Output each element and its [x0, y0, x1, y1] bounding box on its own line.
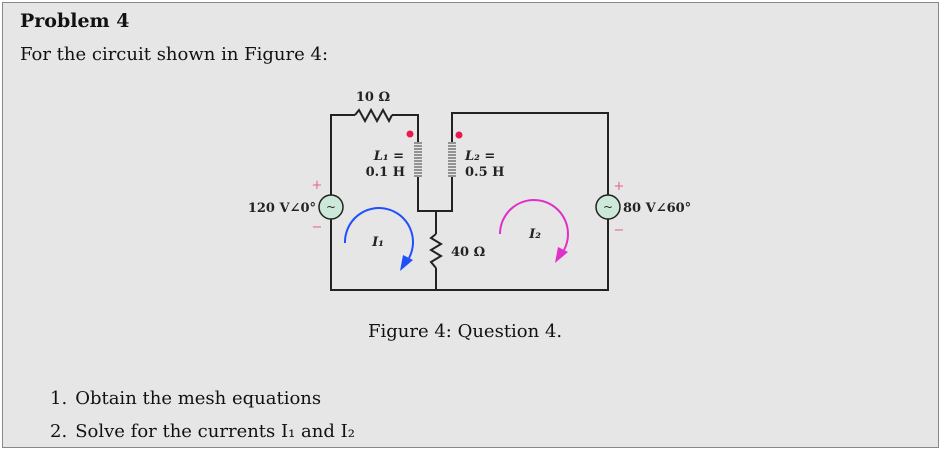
dot-l2	[455, 131, 463, 139]
minus-right: −	[614, 223, 625, 238]
source-right: ~	[595, 194, 621, 220]
r2-label: 40 Ω	[451, 245, 485, 260]
minus-left: −	[312, 220, 323, 235]
l1-name: L₁ =	[373, 149, 404, 164]
task-number: 2.	[50, 421, 68, 442]
inductor-l2	[448, 142, 456, 177]
l2-name: L₂ =	[464, 149, 495, 164]
mesh2-label: I₂	[528, 227, 541, 242]
task-list: 1. Obtain the mesh equations 2. Solve for …	[50, 382, 355, 448]
l1-value: 0.1 H	[366, 165, 405, 180]
ac-icon: ~	[603, 200, 613, 214]
source-right-label: 80 V∠60°	[623, 201, 691, 216]
problem-title: Problem 4	[20, 10, 130, 32]
wire-left	[330, 112, 609, 291]
source-left: ~	[318, 194, 344, 220]
r1-label: 10 Ω	[356, 90, 390, 105]
mesh1-label: I₁	[371, 235, 384, 250]
problem-intro: For the circuit shown in Figure 4:	[20, 44, 329, 65]
mesh1-arrow	[343, 207, 414, 271]
source-left-label: 120 V∠0°	[248, 201, 316, 216]
resistor-10-ohm	[354, 107, 393, 124]
task-text: Obtain the mesh equations	[75, 388, 322, 409]
mesh2-arrow	[499, 199, 569, 263]
plus-right: +	[614, 179, 625, 194]
ac-icon: ~	[326, 200, 336, 214]
task-text: Solve for the currents I₁ and I₂	[75, 421, 355, 442]
task-item: 1. Obtain the mesh equations	[50, 382, 355, 415]
task-item: 2. Solve for the currents I₁ and I₂	[50, 415, 355, 448]
figure-caption: Figure 4: Question 4.	[368, 321, 563, 342]
dot-l1	[406, 130, 414, 138]
inductor-l1	[414, 142, 422, 177]
task-number: 1.	[50, 388, 68, 409]
l2-value: 0.5 H	[465, 165, 504, 180]
plus-left: +	[312, 178, 323, 193]
resistor-40-ohm	[429, 233, 443, 269]
